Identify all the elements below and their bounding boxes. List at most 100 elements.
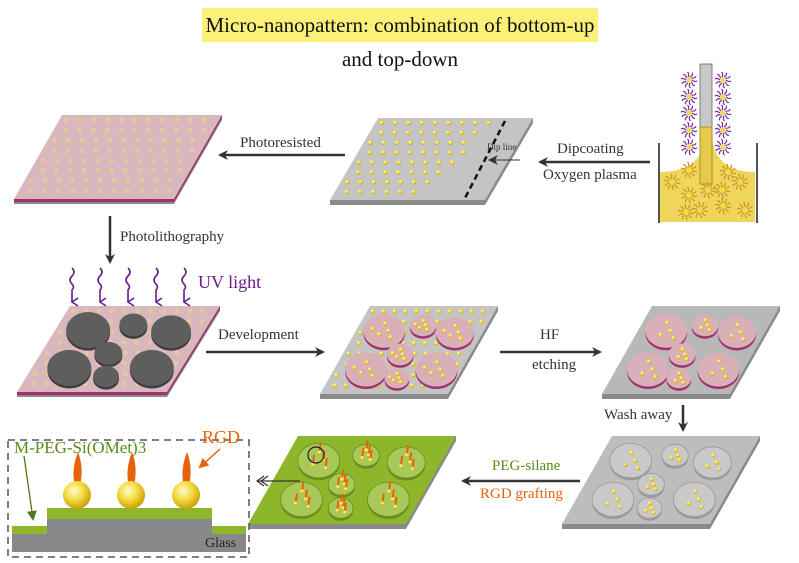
gold-nanoparticle [56,178,62,184]
label-oxygen-plasma: Oxygen plasma [543,167,637,183]
gold-nanoparticle [381,309,386,314]
gold-nanoparticle [355,170,361,175]
gold-nanoparticle [410,466,415,472]
gold-nanoparticle [147,339,153,345]
gold-nanoparticle [456,351,462,357]
gold-nanoparticle [436,160,442,165]
gold-nanoparticle [398,347,403,353]
gold-nanoparticle [303,497,309,502]
gold-nanoparticle [367,140,373,145]
gold-nanoparticle [448,333,453,338]
pattern-disc [409,314,437,337]
gold-nanoparticle [398,179,403,185]
gold-nanoparticle [190,138,195,143]
gold-nanoparticle [424,327,430,332]
gold-nanoparticle [91,127,96,133]
gold-nanoparticle [383,160,388,165]
gold-nanoparticle [458,336,463,341]
gold-nanoparticle [682,352,688,357]
gold-nanoparticle [173,360,179,366]
plate-hf-etched [602,306,780,399]
gold-nanoparticle [134,138,140,143]
label-photolithography: Photolithography [120,229,225,245]
rgd-peptide [394,496,398,505]
peg-layer-left [12,526,47,534]
gold-nanoparticle [649,505,655,511]
gold-nanoparticle [445,130,451,136]
gold-nanoparticle [125,188,130,194]
gold-nanoparticle [148,148,154,153]
gold-nanoparticle [410,362,416,367]
rgd-peptide [345,479,349,488]
diagram-title: Micro-nanopattern: combination of bottom… [202,8,598,71]
gold-nanoparticle [653,486,658,492]
gold-nanoparticle [162,138,168,143]
gold-nanoparticle [104,127,110,133]
label-rgd-grafting: RGD grafting [480,486,563,502]
gold-nanoparticle [132,127,138,133]
gold-nanoparticle [422,170,428,175]
gold-nanoparticle [486,120,491,126]
gold-nanoparticle [686,501,691,506]
pattern-disc [636,497,663,519]
gold-nanoparticle [68,158,73,163]
gold-nanoparticle [123,350,128,355]
gold-nanoparticle [432,130,438,136]
gold-nanoparticle [699,504,704,510]
gold-nanoparticle [393,504,398,510]
uv-arrow-icon [181,267,191,307]
gold-nanoparticle [679,375,684,381]
micelle-icon [714,71,732,89]
pattern-disc [609,443,652,479]
gold-nanoparticle [390,351,395,356]
gold-nanoparticle [42,188,48,194]
pattern-disc [415,352,458,387]
gold-nanoparticle [123,371,128,376]
label-etching: etching [532,357,577,373]
rgd-peptide [336,500,340,509]
gold-nanoparticle-icon [63,481,91,509]
micelle-icon [680,71,698,89]
gold-nanoparticle [134,148,140,153]
gold-nanoparticle [342,510,348,515]
gold-nanoparticle [176,138,181,143]
pattern-disc [666,368,692,389]
gold-nanoparticle [54,168,59,173]
gold-nanoparticle [396,375,402,381]
rgd-peptide [367,445,371,454]
gold-nanoparticle [31,381,37,387]
gold-nanoparticle [404,453,410,458]
gold-nanoparticle [358,370,364,376]
micelle-icon [680,186,698,204]
gold-nanoparticle [189,148,195,153]
gold-nanoparticle [714,460,719,465]
pattern-disc [717,316,756,348]
gold-nanoparticle [617,504,623,510]
gold-nanoparticle [45,350,51,355]
gold-nanoparticle [344,189,349,195]
gold-nanoparticle [459,120,465,126]
gold-nanoparticle [174,350,180,355]
gold-nanoparticle [703,318,708,323]
pattern-disc [691,314,719,337]
gold-nanoparticle [711,453,716,458]
gold-nanoparticle [96,308,102,314]
gold-nanoparticle [79,148,85,153]
gold-nanoparticle [392,309,397,314]
rgd-peptide [341,469,345,478]
gold-nanoparticle [673,378,678,383]
gold-nanoparticle [323,465,329,471]
gold-nanoparticle [344,179,350,185]
gold-nanoparticle [646,359,652,364]
gold-nanoparticle [411,340,417,346]
dip-line [463,120,507,199]
gold-nanoparticle [384,179,390,185]
gold-nanoparticle [422,340,428,346]
gold-nanoparticle [147,319,152,324]
gold-nanoparticle [150,158,156,163]
micelle-icon [699,181,717,199]
gold-nanoparticle [419,130,424,136]
gold-nanoparticle [650,367,655,372]
gold-nanoparticle [434,150,439,155]
gold-nanoparticle [441,328,447,334]
